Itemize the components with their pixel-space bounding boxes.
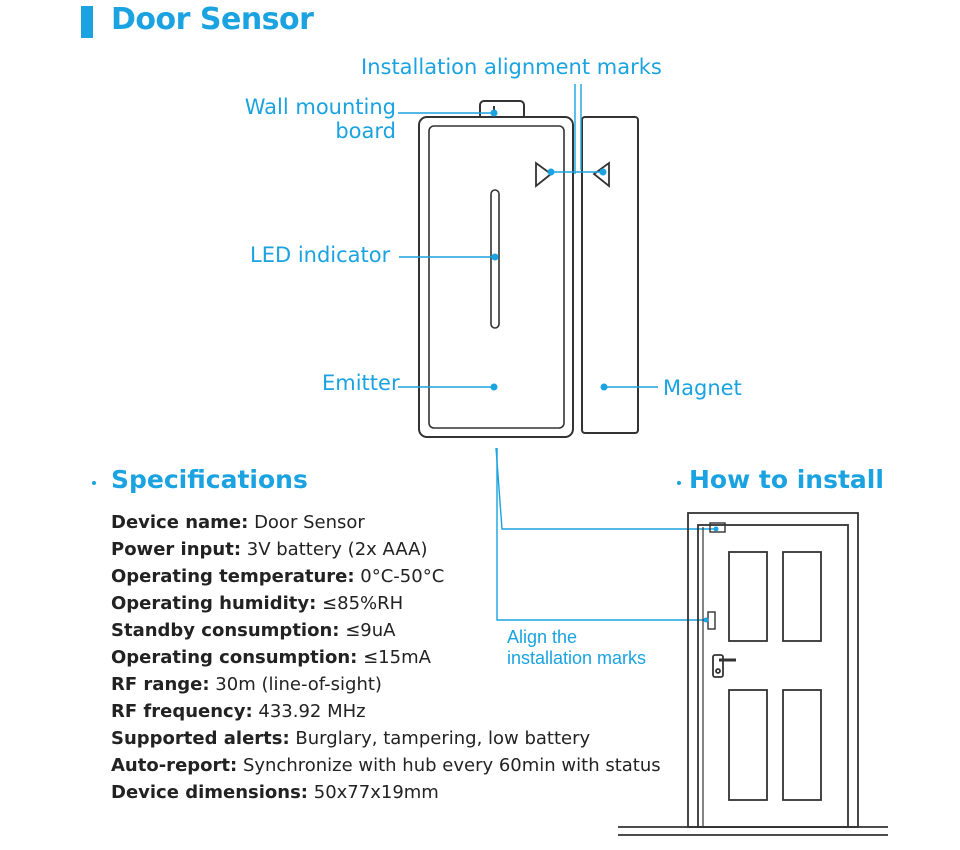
door-sensor-emitter <box>709 522 726 533</box>
spec-row: Device name: Door Sensor <box>111 509 661 536</box>
spec-key: Device name: <box>111 512 249 533</box>
spec-row: RF frequency: 433.92 MHz <box>111 698 661 725</box>
spec-value: Synchronize with hub every 60min with st… <box>242 755 661 776</box>
bullet-specifications <box>92 481 96 485</box>
spec-row: Operating temperature: 0°C-50°C <box>111 563 661 590</box>
dot-door-top <box>713 526 719 532</box>
spec-value: 433.92 MHz <box>258 701 366 722</box>
label-magnet: Magnet <box>663 376 742 400</box>
door-panel-top-left <box>728 551 768 642</box>
spec-value: 0°C-50°C <box>360 566 445 587</box>
spec-row: Standby consumption: ≤9uA <box>111 617 661 644</box>
dot-led <box>491 253 499 261</box>
magnet-outer <box>581 116 639 434</box>
alignment-mark-right <box>592 161 610 188</box>
dot-door-side <box>703 617 709 623</box>
emitter-device <box>418 100 574 438</box>
spec-key: Standby consumption: <box>111 620 340 641</box>
door-panel-bottom-right <box>782 689 822 801</box>
emitter-inner <box>428 125 565 429</box>
spec-key: Power input: <box>111 539 242 560</box>
spec-row: Auto-report: Synchronize with hub every … <box>111 752 661 779</box>
spec-key: Supported alerts: <box>111 728 290 749</box>
magnet-device <box>581 116 639 434</box>
led-indicator <box>490 189 500 329</box>
dot-emitter <box>490 383 498 391</box>
leader-door-side <box>496 448 706 621</box>
spec-value: 3V battery (2x AAA) <box>246 539 428 560</box>
door-keyhole <box>715 668 721 674</box>
spec-key: Operating humidity: <box>111 593 317 614</box>
label-wall-board: Wall mounting board <box>244 95 396 143</box>
spec-key: Device dimensions: <box>111 782 309 803</box>
specifications-list: Device name: Door Sensor Power input: 3V… <box>111 509 661 806</box>
section-how-to-install: How to install <box>689 465 884 494</box>
spec-value: Burglary, tampering, low battery <box>295 728 591 749</box>
leader-dots <box>490 109 608 391</box>
align-instruction-line2: installation marks <box>507 648 647 668</box>
spec-key: RF range: <box>111 674 210 695</box>
label-alignment-marks: Installation alignment marks <box>361 55 662 79</box>
spec-value: Door Sensor <box>254 512 365 533</box>
spec-value: 30m (line-of-sight) <box>215 674 382 695</box>
door-leader-dots <box>703 526 719 623</box>
spec-value: 50x77x19mm <box>313 782 439 803</box>
dot-magnet <box>600 383 608 391</box>
spec-value: ≤9uA <box>345 620 396 641</box>
spec-row: Operating humidity: ≤85%RH <box>111 590 661 617</box>
dot-mark-left <box>547 168 555 176</box>
spec-row: Device dimensions: 50x77x19mm <box>111 779 661 806</box>
section-specifications: Specifications <box>111 465 308 494</box>
leader-door-top <box>495 447 716 530</box>
title-accent-bar <box>81 6 93 38</box>
spec-value: ≤85%RH <box>322 593 404 614</box>
emitter-outer <box>418 116 574 438</box>
spec-value: ≤15mA <box>363 647 431 668</box>
spec-key: Operating consumption: <box>111 647 358 668</box>
door-sensor-magnet <box>707 611 716 630</box>
door-frame-inner <box>697 524 849 828</box>
door-illustration <box>618 512 888 836</box>
bullet-how-to-install <box>677 481 681 485</box>
align-instruction-line1: Align the <box>507 627 578 647</box>
label-emitter: Emitter <box>322 371 400 395</box>
door-lock-plate <box>712 654 724 678</box>
spec-key: RF frequency: <box>111 701 253 722</box>
door-panel-bottom-left <box>728 689 768 801</box>
spec-row: RF range: 30m (line-of-sight) <box>111 671 661 698</box>
leader-lines <box>398 84 716 621</box>
alignment-mark-left <box>535 161 553 188</box>
door-panel-top-right <box>782 551 822 642</box>
spec-row: Supported alerts: Burglary, tampering, l… <box>111 725 661 752</box>
spec-key: Auto-report: <box>111 755 238 776</box>
spec-key: Operating temperature: <box>111 566 355 587</box>
label-wall-board-line2: board <box>335 119 396 143</box>
label-led: LED indicator <box>250 243 391 267</box>
page-title: Door Sensor <box>111 2 314 37</box>
dot-wall-board <box>490 109 498 117</box>
spec-row: Power input: 3V battery (2x AAA) <box>111 536 661 563</box>
align-instruction: Align the installation marks <box>507 627 646 669</box>
label-wall-board-line1: Wall mounting <box>244 95 396 119</box>
dot-mark-right <box>599 168 607 176</box>
spec-row: Operating consumption: ≤15mA <box>111 644 661 671</box>
